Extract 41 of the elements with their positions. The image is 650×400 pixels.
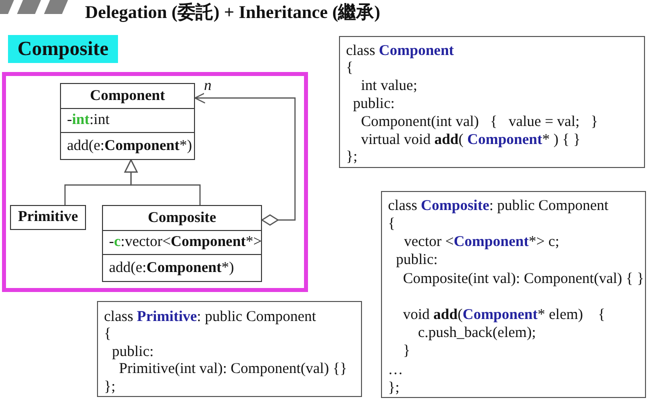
code-line: Primitive(int val): Component(val) {} (119, 361, 348, 378)
code-line: int value; (361, 78, 418, 95)
inheritance-arrow (124, 159, 201, 205)
code-line: public: (112, 344, 154, 360)
code-line: public: (353, 96, 395, 113)
class-method: add(e:Component*) (67, 138, 192, 154)
code-line: }; (104, 378, 116, 395)
class-name: Component (90, 88, 165, 104)
slide-title: Delegation (委託) + Inheritance (繼承) (85, 1, 380, 23)
class-box (10, 205, 86, 230)
code-line: { (388, 216, 396, 233)
aggregation-arrow (194, 92, 296, 226)
code-box (381, 191, 646, 398)
code-line: c.push_back(elem); (418, 325, 536, 342)
code-box (97, 301, 362, 397)
class-box (102, 205, 262, 282)
code-line: public: (396, 252, 438, 269)
code-line: Composite(int val): Component(val) { } (403, 270, 644, 288)
code-line: Component(int val) { value = val; } (361, 114, 598, 130)
highlight-frame (2, 72, 308, 292)
class-attribute: -int:int (67, 112, 110, 129)
section-label-band (8, 35, 118, 63)
code-line: void add(Component* elem) { (403, 306, 606, 324)
code-line: }; (388, 380, 400, 396)
class-name: Composite (148, 210, 216, 226)
code-line: class Composite: public Component (388, 198, 608, 214)
class-name: Primitive (18, 209, 78, 226)
code-line: { (104, 326, 112, 342)
code-line: … (388, 362, 403, 378)
code-line: class Primitive: public Component (104, 308, 316, 325)
section-label: Composite (17, 38, 109, 60)
class-method: add(e:Component*) (109, 260, 234, 276)
code-line: } (403, 343, 410, 360)
code-line: virtual void add( Component* ) { } (361, 132, 580, 148)
code-line: class Component (346, 42, 454, 60)
code-line: }; (346, 149, 358, 166)
code-box (339, 36, 645, 168)
code-line: { (346, 60, 354, 77)
code-line: vector <Component*> c; (404, 234, 560, 251)
class-box (60, 83, 195, 160)
class-attribute: -c:vector<Component*> (109, 234, 262, 251)
